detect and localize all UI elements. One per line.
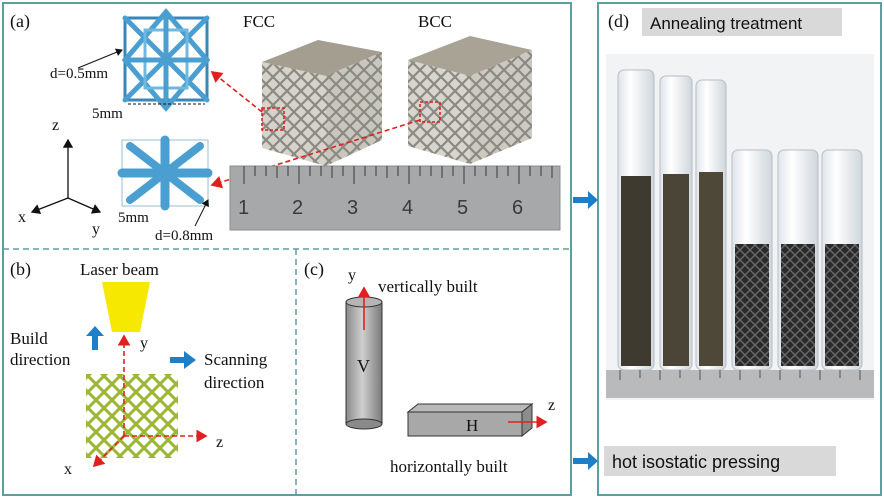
scanning-label-2: direction — [204, 373, 265, 392]
bcc-zoom-connector — [210, 119, 421, 189]
right-frame — [597, 2, 882, 496]
ruler-number: 2 — [292, 197, 303, 219]
bcc-unit-cell-image — [117, 135, 213, 211]
panel-c-label: (c) — [304, 259, 324, 280]
scanning-direction-arrow — [170, 351, 196, 369]
ruler-number: 1 — [238, 197, 249, 219]
axis-z-label: z — [52, 117, 59, 134]
bcc-highlight-box — [419, 101, 441, 123]
axis-y-label: y — [92, 221, 100, 238]
fcc-highlight-box — [261, 107, 285, 131]
ruler-number: 3 — [347, 197, 358, 219]
h-label: H — [466, 416, 478, 435]
glass-tube-short — [821, 149, 863, 371]
fcc-strut-pointer — [77, 48, 123, 69]
xyz-axes — [30, 138, 102, 215]
fcc-cell-dim: 5mm — [92, 106, 123, 122]
lattice-axis-z-label: z — [216, 434, 223, 451]
ruler-number: 4 — [402, 197, 413, 219]
lattice-axis-x-label: x — [64, 461, 72, 478]
bar-axis-z-label: z — [548, 397, 555, 414]
bcc-strut-dim: d=0.8mm — [155, 228, 213, 244]
photo-ruler — [606, 370, 874, 398]
green-lattice-sample — [86, 374, 178, 458]
lattice-axis-x — [92, 435, 125, 468]
hip-label-box — [604, 446, 836, 476]
panel-a: (a) d=0.5mm 5mm 5mm d=0.8mm z — [10, 8, 561, 244]
laser-beam-label: Laser beam — [80, 260, 159, 279]
annealing-label-box — [642, 8, 842, 36]
glass-tube-tall — [617, 69, 655, 371]
bcc-strut-pointer — [194, 199, 209, 227]
axis-x-label: x — [18, 209, 26, 226]
horizontally-built-label: horizontally built — [390, 457, 508, 476]
bcc-cell-dim: 5mm — [118, 210, 149, 226]
annealing-label: Annealing treatment — [650, 14, 802, 33]
bcc-label: BCC — [418, 12, 452, 31]
v-label: V — [357, 356, 370, 376]
vertically-built-label: vertically built — [378, 277, 478, 296]
panel-d-label: (d) — [608, 11, 629, 32]
build-direction-arrow — [86, 326, 104, 350]
panel-d: (d) Annealing treatment — [604, 8, 874, 476]
glass-tube-tall — [695, 79, 727, 371]
hip-label: hot isostatic pressing — [612, 452, 780, 472]
panel-b-label: (b) — [10, 259, 31, 280]
laser-beam-shape — [102, 282, 150, 332]
scanning-label-1: Scanning — [204, 350, 268, 369]
fcc-unit-cell-image — [121, 8, 211, 112]
horizontal-bar — [406, 402, 534, 438]
panel-b: (b) Laser beam Build direction Scanning … — [10, 259, 268, 478]
arrow-to-hip — [573, 452, 598, 470]
ruler-number: 6 — [512, 197, 523, 219]
ruler-number: 5 — [457, 197, 468, 219]
glass-tube-short — [777, 149, 819, 371]
fcc-zoom-connector — [210, 71, 263, 113]
cylinder-axis-y-label: y — [348, 267, 356, 284]
glass-tube-tall — [659, 75, 693, 371]
ruler: 1 2 3 4 5 6 — [229, 165, 561, 231]
panel-c: (c) y vertically built V H z horizontall… — [304, 259, 555, 476]
panel-a-label: (a) — [10, 11, 30, 32]
fcc-lattice-cube — [262, 40, 382, 166]
lattice-axis-y-label: y — [140, 335, 148, 352]
build-direction-label-1: Build — [10, 329, 48, 348]
glass-tube-short — [731, 149, 773, 371]
build-direction-label-2: direction — [10, 350, 71, 369]
fcc-label: FCC — [243, 12, 275, 31]
fcc-strut-dim: d=0.5mm — [50, 66, 108, 82]
bcc-lattice-cube — [408, 36, 532, 164]
arrow-to-annealing — [573, 191, 598, 209]
